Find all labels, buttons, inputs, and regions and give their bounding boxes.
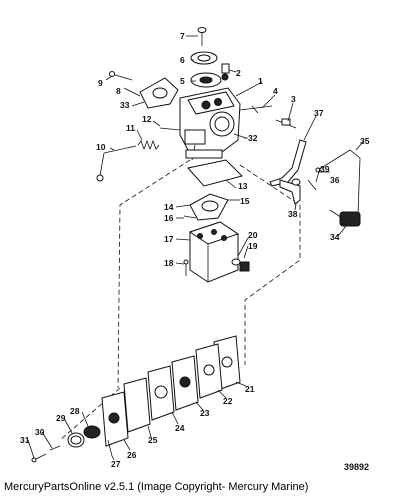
diaphragm-22 xyxy=(195,343,223,399)
screw-9 xyxy=(109,71,133,81)
fuel-pump-body-17 xyxy=(188,221,240,283)
callout-27: 27 xyxy=(111,459,121,469)
spring-11 xyxy=(137,139,160,151)
callout-32: 32 xyxy=(248,133,258,143)
screw-12 xyxy=(159,127,181,131)
callout-2: 2 xyxy=(236,68,241,78)
callout-9: 9 xyxy=(98,78,103,88)
diagram-number: 39892 xyxy=(344,462,370,472)
lever-38 xyxy=(279,178,301,205)
callout-28: 28 xyxy=(70,406,80,416)
callout-14: 14 xyxy=(164,202,174,212)
screw-7 xyxy=(197,27,207,46)
callout-17: 17 xyxy=(164,234,174,244)
screw-39 xyxy=(307,179,317,191)
carburetor-body-1 xyxy=(179,87,241,161)
diaphragm-5 xyxy=(190,72,222,88)
gasket-13 xyxy=(187,159,243,187)
callout-26: 26 xyxy=(127,450,137,460)
callout-1: 1 xyxy=(258,76,263,86)
callout-31: 31 xyxy=(20,435,30,445)
callout-10: 10 xyxy=(96,142,106,152)
callout-11: 11 xyxy=(126,123,135,133)
cover-26 xyxy=(101,391,129,447)
plate-23 xyxy=(171,355,199,411)
callout-18: 18 xyxy=(164,258,174,268)
callout-22: 22 xyxy=(223,396,233,406)
pin-16 xyxy=(183,215,197,219)
float-14 xyxy=(189,193,229,221)
callout-24: 24 xyxy=(175,423,185,433)
filter-28 xyxy=(83,425,101,439)
callout-36: 36 xyxy=(330,175,340,185)
callout-39: 39 xyxy=(320,164,330,174)
callout-25: 25 xyxy=(148,435,158,445)
callout-20: 20 xyxy=(248,230,258,240)
choke-knob-34 xyxy=(329,209,361,227)
callouts: 1 2 3 4 5 6 7 8 9 10 11 12 13 14 15 16 1… xyxy=(20,31,370,469)
callout-19: 19 xyxy=(248,241,258,251)
callout-4: 4 xyxy=(273,86,278,96)
callout-15: 15 xyxy=(240,196,250,206)
callout-13: 13 xyxy=(238,181,248,191)
fitting-19 xyxy=(239,261,250,272)
callout-29: 29 xyxy=(56,413,66,423)
screw-31 xyxy=(31,453,47,463)
leader-lines xyxy=(27,35,364,461)
linkage-10 xyxy=(96,145,137,182)
callout-16: 16 xyxy=(164,213,174,223)
needle-4 xyxy=(239,105,273,114)
callout-34: 34 xyxy=(330,232,340,242)
callout-6: 6 xyxy=(180,55,185,65)
callout-35: 35 xyxy=(360,136,370,146)
gasket-29 xyxy=(67,432,85,448)
callout-5: 5 xyxy=(180,76,185,86)
callout-37: 37 xyxy=(314,108,324,118)
plate-25 xyxy=(123,377,151,433)
screw-32 xyxy=(233,133,247,139)
callout-23: 23 xyxy=(200,408,210,418)
callout-3: 3 xyxy=(291,94,296,104)
fitting-2 xyxy=(221,63,230,81)
callout-12: 12 xyxy=(142,114,152,124)
assembly-guide-lines xyxy=(59,159,301,441)
screw-18 xyxy=(183,259,189,276)
throttle-arm-37 xyxy=(269,139,307,187)
callout-33: 33 xyxy=(120,100,130,110)
screw-30 xyxy=(49,445,61,451)
screw-27 xyxy=(107,439,113,457)
plate-33 xyxy=(139,77,179,109)
fitting-20 xyxy=(231,258,241,266)
callout-8: 8 xyxy=(116,86,121,96)
cover-disc-6 xyxy=(190,51,218,65)
gasket-24 xyxy=(147,365,175,421)
needle-3 xyxy=(275,118,297,129)
copyright-footer: MercuryPartsOnline v2.5.1 (Image Copyrig… xyxy=(4,481,309,493)
callout-38: 38 xyxy=(288,209,298,219)
callout-21: 21 xyxy=(245,384,255,394)
callout-7: 7 xyxy=(180,31,185,41)
callout-30: 30 xyxy=(35,427,45,437)
